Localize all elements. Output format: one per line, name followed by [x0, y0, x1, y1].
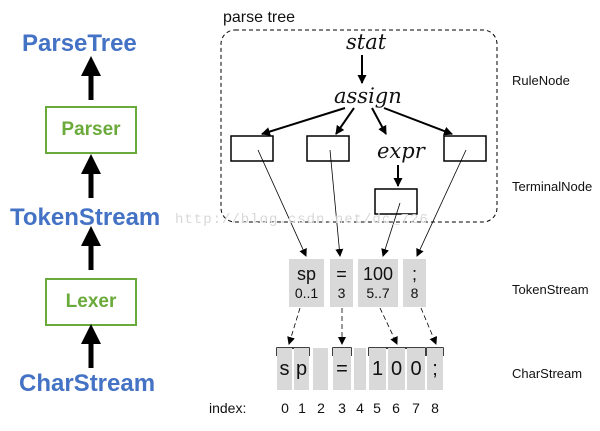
- index-7: 7: [412, 400, 420, 416]
- char-cell-1: p: [294, 348, 309, 390]
- index-6: 6: [392, 400, 400, 416]
- dash-sp: [287, 307, 301, 345]
- parse-tree-heading: ParseTree: [22, 30, 137, 57]
- tree-edges: [261, 55, 453, 187]
- token-text: 100: [362, 264, 394, 284]
- token-range: 5..7: [366, 285, 390, 301]
- char-cell-2: [313, 348, 328, 390]
- token-range: 0..1: [294, 285, 319, 301]
- token-sp: sp 0..1: [289, 259, 324, 307]
- index-5: 5: [373, 400, 381, 416]
- terminal-node-semicolon: [443, 135, 487, 162]
- index-8: 8: [431, 400, 439, 416]
- char-cell-4: [354, 348, 366, 390]
- terminal-node-equals: [306, 135, 350, 162]
- char-cell-8: ;: [427, 348, 443, 390]
- pointer-equals: [329, 149, 344, 257]
- parser-box: Parser: [45, 106, 137, 154]
- char-cell-6: 0: [388, 348, 405, 390]
- node-to-token-pointers: [257, 149, 467, 257]
- parse-tree-frame: [220, 29, 498, 223]
- watermark-text: http://blog.csdn.net/dc_726: [175, 212, 429, 228]
- terminal-nodes: [230, 135, 487, 215]
- edge-assign-node4: [383, 107, 453, 136]
- token-to-char-pointers: [287, 307, 437, 345]
- edge-assign-node1: [261, 107, 346, 136]
- assign-node-label: assign: [334, 84, 402, 108]
- token-text: ;: [411, 264, 417, 284]
- token-range: 3: [337, 285, 346, 301]
- terminal-node-100: [374, 188, 418, 215]
- index-2: 2: [317, 400, 325, 416]
- stat-node-label: stat: [346, 30, 387, 54]
- char-cell-3: =: [333, 348, 351, 390]
- token-range: 8: [410, 285, 419, 301]
- pointer-semicolon: [416, 149, 467, 257]
- edge-assign-node2: [335, 107, 355, 135]
- token-text: =: [336, 264, 347, 284]
- index-0: 0: [281, 400, 289, 416]
- index-1: 1: [298, 400, 306, 416]
- token-semicolon: ; 8: [403, 259, 426, 307]
- index-label: index:: [209, 400, 247, 416]
- token-text: sp: [296, 264, 316, 284]
- char-cell-5: 1: [369, 348, 386, 390]
- index-3: 3: [338, 400, 346, 416]
- terminal-node-label: TerminalNode: [512, 179, 593, 194]
- dash-100: [379, 307, 398, 345]
- char-cell-7: 0: [407, 348, 425, 390]
- token-stream-label: TokenStream: [512, 282, 589, 297]
- terminal-node-sp: [230, 135, 274, 162]
- expr-node-label: expr: [377, 139, 425, 163]
- dash-semicolon: [420, 307, 437, 345]
- lexer-box: Lexer: [45, 278, 137, 326]
- char-stream-label: CharStream: [512, 366, 583, 381]
- parse-tree-label: parse tree: [223, 9, 296, 26]
- rule-node-label: RuleNode: [512, 73, 570, 88]
- pointer-100: [381, 202, 401, 257]
- char-cell-0: s: [277, 348, 292, 390]
- token-100: 100 5..7: [358, 259, 398, 307]
- pointer-sp: [257, 149, 307, 257]
- index-4: 4: [356, 400, 364, 416]
- edge-assign-expr: [371, 107, 387, 135]
- char-stream-heading: CharStream: [19, 370, 156, 397]
- token-equals: = 3: [330, 259, 353, 307]
